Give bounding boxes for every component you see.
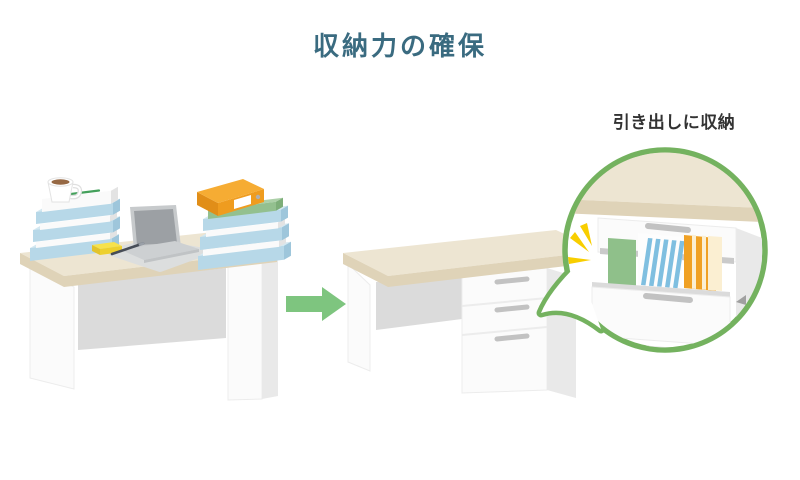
file-folder-cream <box>708 236 722 291</box>
drawer-separator <box>461 326 548 336</box>
laptop-base-edge <box>144 249 199 263</box>
desk-after-top <box>343 230 601 287</box>
drawer-handle <box>645 223 691 233</box>
drawer-handle <box>494 333 530 342</box>
desk-right-leg-side <box>262 253 278 399</box>
laptop-screen <box>134 209 177 245</box>
drawer-front-rim <box>592 282 730 297</box>
sparkle-icon <box>568 223 592 264</box>
zoom-bubble <box>536 147 768 392</box>
desk-before <box>20 177 291 401</box>
desk-left-leg <box>347 262 371 372</box>
zoom-lower-drawer <box>598 349 732 392</box>
desk-top-edge <box>343 251 601 287</box>
callout-label: 引き出しに収納 <box>612 113 736 132</box>
file-folder-green <box>608 238 636 290</box>
files <box>608 233 722 291</box>
binder-top <box>197 179 264 203</box>
binder-spine <box>197 192 218 216</box>
drawer-handle <box>494 304 530 313</box>
desk-after <box>343 230 601 398</box>
drawer-handle <box>494 276 530 285</box>
arrow-right-icon <box>286 287 346 321</box>
bubble-content <box>567 152 762 392</box>
zoom-side-notch <box>736 295 746 305</box>
drawer-separator <box>461 297 548 307</box>
coffee-cup <box>47 177 83 203</box>
desk-back-panel <box>376 273 462 330</box>
desk-back-panel <box>78 268 226 350</box>
book-stack-left <box>30 186 120 261</box>
page-title: 収納力の確保 <box>312 31 487 61</box>
binder-label <box>234 195 251 209</box>
drawer-handle <box>643 293 693 303</box>
laptop-keyboard <box>121 241 199 260</box>
binder <box>197 179 264 216</box>
zoom-drawer-open <box>591 233 734 347</box>
zoom-desk-edge <box>567 199 762 222</box>
desk-top-surface <box>343 230 601 276</box>
desk-before-legs <box>29 253 278 401</box>
pen <box>110 242 145 256</box>
desk-right-leg <box>227 256 263 401</box>
binder-grommet <box>255 194 261 200</box>
zoom-desk-top <box>567 152 762 208</box>
bubble-tail-fill <box>541 264 601 329</box>
coffee <box>51 179 70 185</box>
